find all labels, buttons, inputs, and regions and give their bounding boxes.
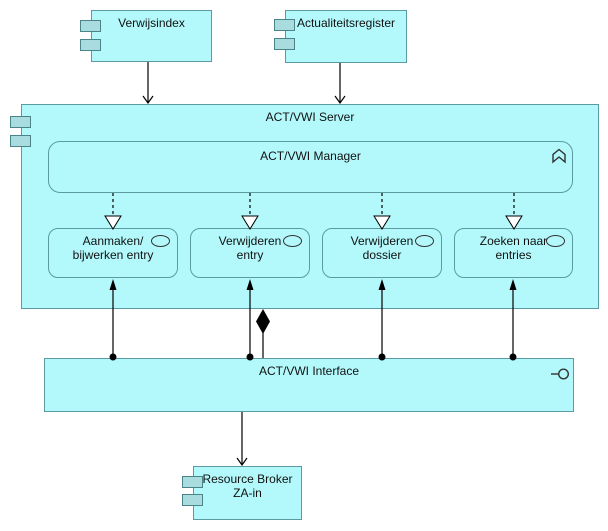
service-verwijderen-dossier[interactable]: Verwijderen dossier — [322, 228, 442, 278]
service-label-line1: Verwijderen — [218, 234, 282, 248]
component-label-line1: Resource Broker — [202, 472, 293, 486]
interface-label: ACT/VWI Interface — [258, 364, 360, 378]
interface-act-vwi-interface[interactable]: ACT/VWI Interface — [44, 358, 574, 412]
service-label-line2: dossier — [362, 248, 402, 262]
service-label-line2: entries — [495, 248, 532, 262]
serving-arrow-actualiteitsregister-to-server — [334, 63, 346, 105]
service-label: Zoeken naar entries — [455, 229, 572, 262]
service-label-line1: Verwijderen — [350, 234, 414, 248]
interface-lollipop-icon — [551, 368, 570, 380]
service-oval-icon — [415, 235, 434, 247]
component-label: Resource Broker ZA-in — [194, 467, 301, 500]
function-chevron-icon — [552, 148, 566, 164]
component-label: ACT/VWI Server — [265, 110, 355, 124]
composition-connector-server-interface — [256, 309, 270, 358]
service-oval-icon — [546, 235, 565, 247]
service-label-line2: entry — [236, 248, 264, 262]
serving-arrow-interface-to-resource-broker — [236, 412, 248, 467]
service-label-line2: bijwerken entry — [72, 248, 154, 262]
component-label-line2: ZA-in — [233, 486, 262, 500]
service-label-line1: Aanmaken/ — [82, 234, 144, 248]
component-act-vwi-server[interactable]: ACT/VWI Server — [10, 104, 599, 309]
service-label: Aanmaken/ bijwerken entry — [49, 229, 177, 262]
function-label: ACT/VWI Manager — [260, 149, 361, 163]
component-resource-broker-za-in[interactable]: Resource Broker ZA-in — [182, 466, 302, 520]
service-aanmaken-bijwerken-entry[interactable]: Aanmaken/ bijwerken entry — [48, 228, 178, 278]
component-label: Actualiteitsregister — [296, 16, 396, 30]
service-label-line1: Zoeken naar — [479, 234, 548, 248]
component-verwijsindex[interactable]: Verwijsindex — [80, 10, 212, 62]
service-oval-icon — [283, 235, 302, 247]
component-actualiteitsregister[interactable]: Actualiteitsregister — [274, 10, 407, 63]
function-act-vwi-manager[interactable]: ACT/VWI Manager — [48, 141, 573, 193]
serving-arrow-verwijsindex-to-server — [142, 62, 154, 105]
service-label: Verwijderen dossier — [323, 229, 441, 262]
service-label: Verwijderen entry — [191, 229, 309, 262]
component-label: Verwijsindex — [118, 16, 185, 30]
service-zoeken-naar-entries[interactable]: Zoeken naar entries — [454, 228, 573, 278]
service-verwijderen-entry[interactable]: Verwijderen entry — [190, 228, 310, 278]
service-oval-icon — [151, 235, 170, 247]
